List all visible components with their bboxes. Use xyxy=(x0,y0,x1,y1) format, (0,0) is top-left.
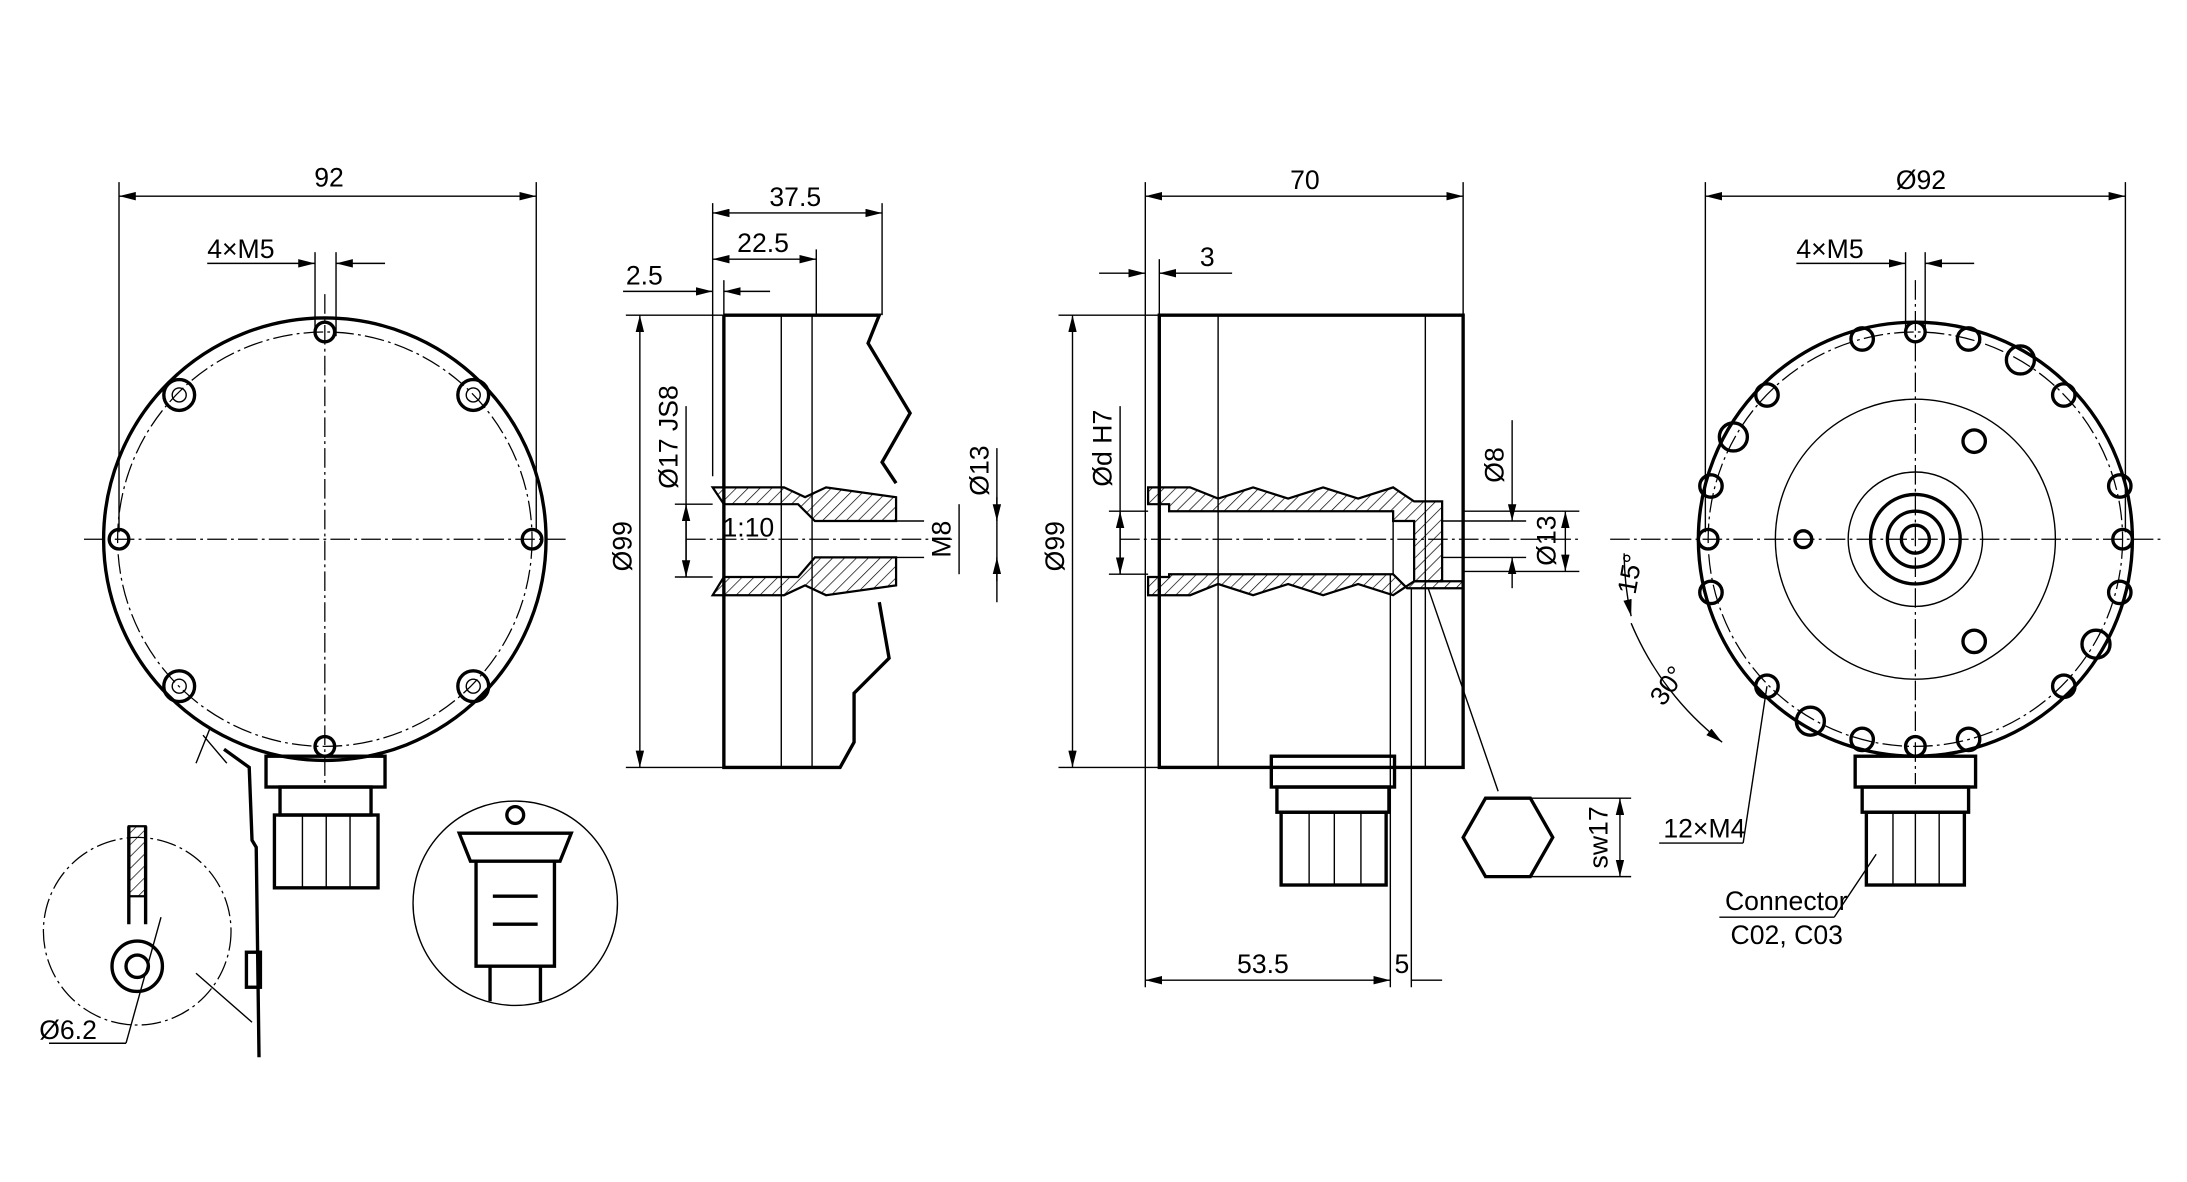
hollow-shaft-section-view: 70 3 Ø99 Ød H7 Ø8 Ø13 53.5 5 sw17 xyxy=(1040,165,1632,988)
angle-30: 30° xyxy=(1644,660,1692,710)
dim-d-h7: Ød H7 xyxy=(1088,410,1118,487)
dim-92: 92 xyxy=(314,162,344,192)
connector-side xyxy=(1269,754,1397,887)
connector-codes: C02, C03 xyxy=(1731,920,1843,950)
dim-22-5: 22.5 xyxy=(737,228,789,258)
dim-37-5: 37.5 xyxy=(769,182,821,212)
dim-5: 5 xyxy=(1395,949,1410,979)
hex-nut-icon xyxy=(1461,796,1555,879)
dim-92-rear: Ø92 xyxy=(1896,165,1946,195)
dim-2-5: 2.5 xyxy=(626,260,663,290)
connector xyxy=(264,754,387,890)
dim-70: 70 xyxy=(1290,165,1320,195)
dim-13: Ø13 xyxy=(964,445,994,495)
dim-17-js8: Ø17 JS8 xyxy=(654,385,684,488)
rear-view: Ø92 4×M5 15° 30° 12×M4 Connector C02, C0… xyxy=(1610,165,2164,950)
taper-1-10: 1:10 xyxy=(722,512,774,542)
dim-99: Ø99 xyxy=(607,521,637,571)
dim-6-2: Ø6.2 xyxy=(39,1015,97,1045)
connector-rear xyxy=(1853,754,1978,887)
dim-99-b: Ø99 xyxy=(1040,521,1070,571)
dim-4xm5: 4×M5 xyxy=(207,234,274,264)
angle-15: 15° xyxy=(1612,551,1649,596)
dim-m8: M8 xyxy=(927,521,957,558)
shaft-section-view: 37.5 22.5 2.5 Ø99 Ø17 JS8 1:10 Ø13 M8 xyxy=(607,182,1002,770)
front-view: 92 4×M5 Ø6.2 xyxy=(39,162,619,1058)
dim-13-b: Ø13 xyxy=(1532,515,1562,565)
dim-8: Ø8 xyxy=(1480,447,1510,482)
dim-53-5: 53.5 xyxy=(1237,949,1289,979)
label-12xm4: 12×M4 xyxy=(1663,813,1745,843)
dim-3: 3 xyxy=(1200,242,1215,272)
dim-4xm5-rear: 4×M5 xyxy=(1796,234,1863,264)
mounting-holes xyxy=(107,320,544,758)
dim-sw17: sw17 xyxy=(1583,806,1613,868)
connector-label: Connector xyxy=(1725,886,1848,916)
m4-holes xyxy=(1696,320,2135,758)
